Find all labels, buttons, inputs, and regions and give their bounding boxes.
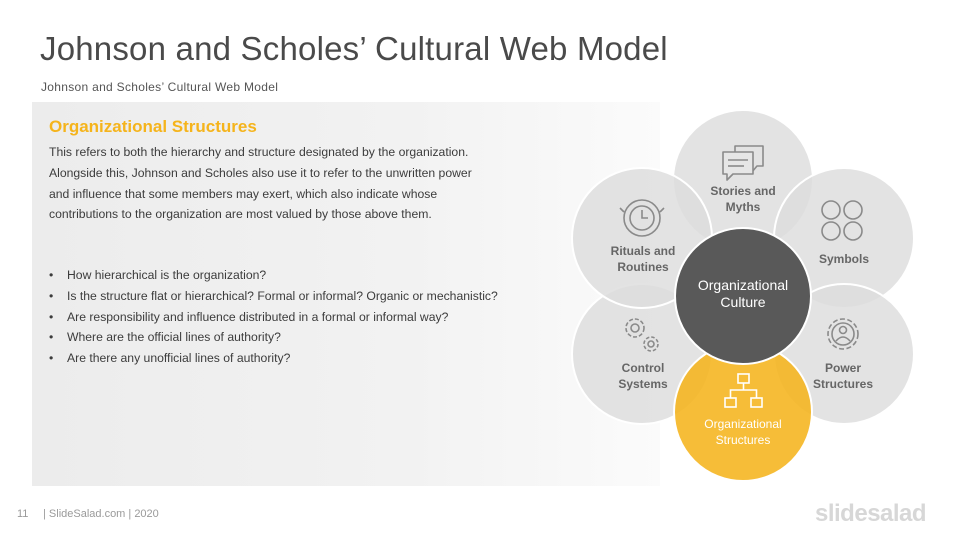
cultural-web-svg	[571, 109, 915, 482]
list-item-text: Is the structure flat or hierarchical? F…	[67, 288, 498, 303]
list-item: • Are there any unofficial lines of autho…	[49, 348, 509, 369]
bullet-icon: •	[49, 309, 54, 324]
page-number: 11	[17, 508, 29, 520]
bullet-icon: •	[49, 330, 54, 345]
label-symbols: Symbols	[818, 252, 869, 266]
list-item-text: Where are the official lines of authorit…	[67, 330, 281, 345]
org-chart-icon	[724, 373, 763, 408]
section-heading: Organizational Structures	[49, 117, 257, 136]
label-power: Power Structures	[812, 361, 874, 391]
description-paragraph: This refers to both the hierarchy and st…	[49, 145, 472, 222]
cultural-web-diagram: Stories and Myths Symbols Power Structur…	[560, 100, 940, 490]
slide-subtitle: Johnson and Scholes’ Cultural Web Model	[41, 80, 279, 94]
list-item-text: Are responsibility and influence distrib…	[67, 309, 449, 324]
circles-icon	[821, 200, 863, 241]
question-list: • How hierarchical is the organization? •…	[49, 265, 509, 369]
label-rituals: Rituals and Routines	[610, 244, 676, 274]
bullet-icon: •	[49, 288, 54, 303]
bullet-icon: •	[49, 351, 54, 366]
center-label: Organizational Culture	[697, 277, 789, 310]
label-organizational-structures: Organizational Structures	[704, 417, 782, 447]
list-item-text: Are there any unofficial lines of author…	[67, 351, 291, 366]
brand-logo: slidesalad	[815, 500, 927, 527]
label-stories: Stories and Myths	[710, 184, 776, 214]
person-gear-icon	[827, 318, 859, 350]
content-panel	[32, 102, 660, 486]
speech-bubbles-icon	[722, 145, 764, 181]
bullet-icon: •	[49, 268, 54, 282]
slide-title: Johnson and Scholes’ Cultural Web Model	[40, 30, 668, 67]
list-item: • How hierarchical is the organization?	[49, 265, 509, 286]
list-item: • Is the structure flat or hierarchical? …	[49, 286, 509, 307]
gears-icon	[625, 318, 659, 352]
clock-icon	[619, 199, 665, 237]
center-circle[interactable]	[674, 227, 812, 365]
list-item-text: How hierarchical is the organization?	[67, 268, 267, 282]
list-item: • Are responsibility and influence distri…	[49, 307, 509, 328]
list-item: • Where are the official lines of authori…	[49, 327, 509, 348]
label-control: Control Systems	[618, 361, 668, 391]
footer-text: | SlideSalad.com | 2020	[43, 508, 159, 520]
